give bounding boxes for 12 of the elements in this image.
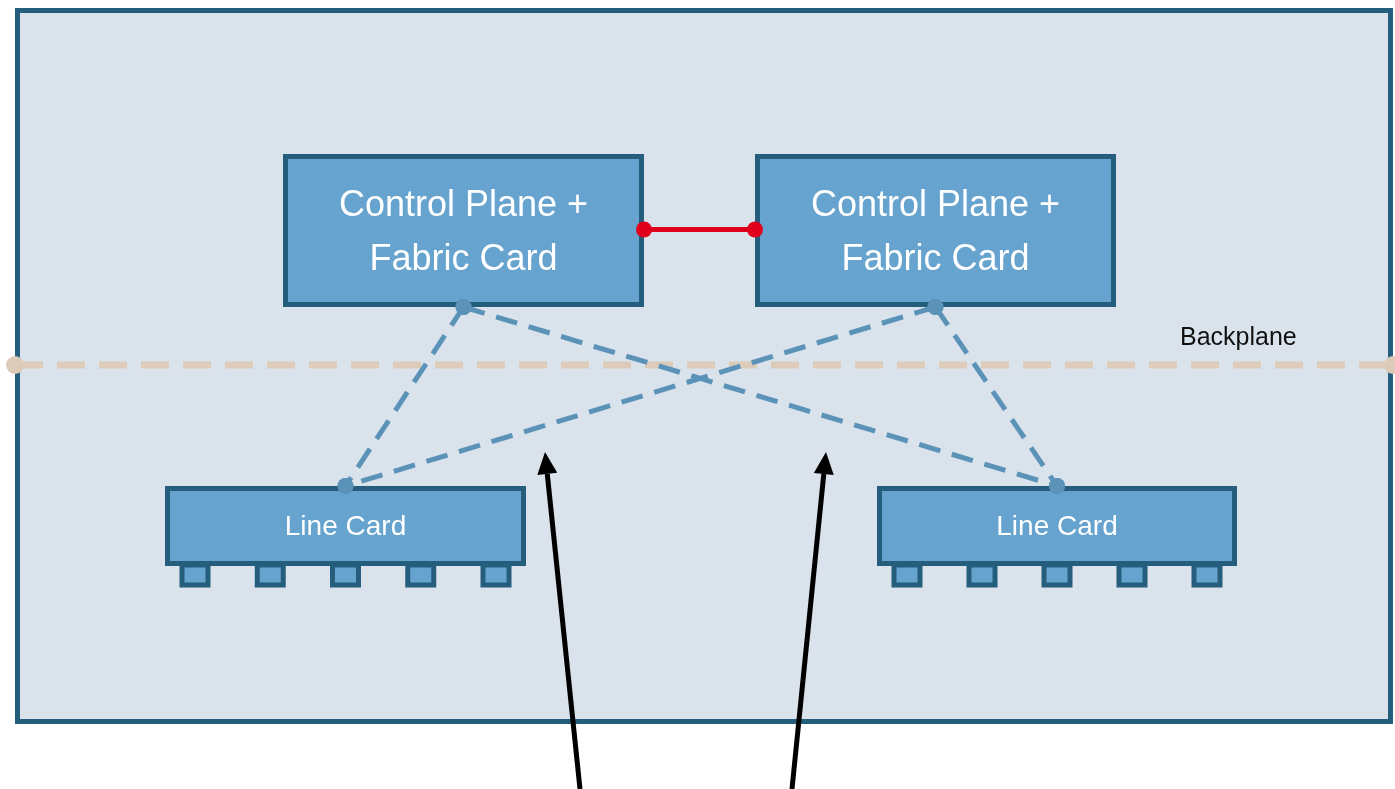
line-card-box [877,486,1237,566]
process-box [283,154,644,307]
backplane-label: Backplane [1180,322,1297,351]
card-title: Line Card [995,509,1119,543]
process-box [755,154,1116,307]
card-title: Control Plane + Fabric Card [809,181,1062,280]
dashed-link [927,299,1065,494]
link-line [636,221,763,238]
line-card-box [165,486,526,566]
card-title: Control Plane + Fabric Card [337,181,590,280]
card-title: Line Card [283,509,408,543]
chassis-box [15,8,1393,724]
